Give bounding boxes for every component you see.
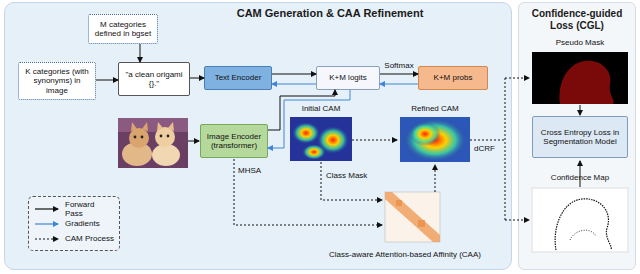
initial-cam-map [290,117,352,161]
text-label: MHSA [238,166,278,176]
forward-arrow [272,74,316,75]
pseudo-mask [532,52,628,104]
affinity-matrix [385,192,440,242]
legend-text: Forward Pass [65,200,114,218]
text-label: Refined CAM [400,104,470,114]
box-text: Image Encoder (transformer) [204,132,264,150]
legend-row: CAM Process [34,231,114,246]
forward-arrow [380,74,418,75]
input-box: M categories defined in bgset [88,14,158,44]
process-box: K+M logits [316,66,380,90]
encoder-box: Text Encoder [204,66,272,90]
legend-text: Gradients [65,219,100,228]
text-label: Confidence Map [532,173,628,183]
legend-row: Gradients [34,216,114,231]
gradient-arrow [380,84,418,85]
loss-box: Cross Entropy Loss in Segmentation Model [532,116,628,158]
box-text: "a clean origami {}." [122,70,186,88]
forward-arrow [580,105,581,115]
edge-label: Softmax [383,62,414,71]
forward-arrow [140,44,141,62]
box-text: Cross Entropy Loss in Segmentation Model [536,128,624,146]
forward-arrow [96,80,118,81]
box-text: K+M logits [329,73,367,82]
gradient-arrow [272,84,316,85]
legend-sample [34,220,60,228]
legend-text: CAM Process [65,234,114,243]
kitten-photo [118,118,188,168]
text-label: Initial CAM [290,104,352,114]
legend-row: Forward Pass [34,201,114,216]
text-label: Class-aware Attention-based Affinity (CA… [300,250,510,260]
text-label: Pseudo Mask [532,38,628,48]
gradient-arrow [268,90,350,148]
panel-heading: Confidence-guided Loss (CGL) [523,8,631,32]
panel-heading: CAM Generation & CAA Refinement [205,7,455,20]
input-box: K categories (with synonyms) in image [18,62,96,100]
forward-arrow [190,78,204,79]
legend-sample [34,235,60,243]
box-text: K categories (with synonyms) in image [22,67,92,95]
refined-cam-map [400,117,470,162]
box-text: M categories defined in bgset [92,20,154,38]
box-text: Text Encoder [215,73,262,82]
text-label: dCRF [474,144,502,154]
legend-box: Forward PassGradientsCAM Process [28,196,120,251]
prompt-box: "a clean origami {}." [118,62,190,96]
process-box: K+M probs [418,66,488,90]
cam-process-lines [234,78,529,225]
legend-sample [34,205,60,213]
encoder-box: Image Encoder (transformer) [200,124,268,158]
text-label: Class Mask [326,171,386,181]
box-text: K+M probs [434,73,473,82]
confidence-map [532,188,628,252]
forward-arrow [188,141,199,142]
